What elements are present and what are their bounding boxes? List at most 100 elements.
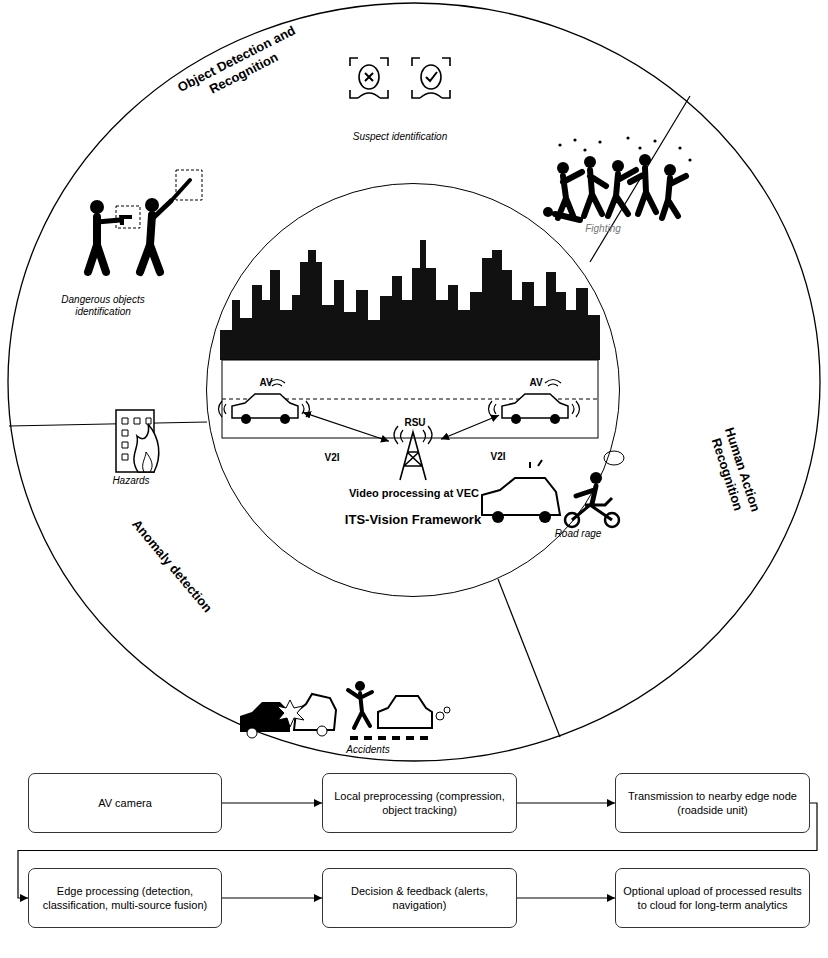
wheel bbox=[539, 511, 551, 523]
dot bbox=[558, 143, 561, 146]
head bbox=[90, 200, 104, 214]
node-text: RSU bbox=[389, 417, 441, 428]
node-text: ITS-Vision Framework bbox=[207, 512, 619, 527]
car-body bbox=[502, 394, 568, 418]
node-text: AV bbox=[229, 377, 303, 388]
process-box: Transmission to nearby edge node (roadsi… bbox=[615, 773, 810, 833]
icon-caption: Hazards bbox=[91, 475, 171, 487]
rider-body bbox=[576, 486, 596, 504]
car bbox=[294, 694, 336, 730]
body bbox=[88, 217, 106, 272]
wheel bbox=[492, 511, 504, 523]
check-mark bbox=[426, 72, 437, 81]
gun bbox=[119, 215, 132, 225]
dot bbox=[573, 138, 576, 141]
edge-label: V2I bbox=[490, 451, 505, 462]
node-text: Transmission to nearby edge node (roadsi… bbox=[623, 789, 802, 818]
section-title: Anomaly detection bbox=[118, 504, 226, 629]
scan-frame bbox=[350, 58, 388, 98]
road-rage-scene bbox=[482, 451, 624, 527]
wheel bbox=[317, 726, 327, 736]
dot bbox=[678, 146, 681, 149]
city-skyline bbox=[220, 240, 600, 360]
section-title: Human Action Recognition bbox=[703, 415, 767, 529]
connector bbox=[517, 897, 615, 898]
node-text: Decision & feedback (alerts, navigation) bbox=[330, 884, 509, 913]
shoulders bbox=[358, 93, 380, 98]
flame-inner bbox=[143, 452, 152, 472]
sector-divider bbox=[9, 422, 207, 426]
bat bbox=[171, 180, 190, 201]
detection-box bbox=[176, 170, 202, 200]
face-accept-icon bbox=[412, 58, 450, 98]
detection-box bbox=[116, 206, 140, 228]
node-text: Edge processing (detection, classificati… bbox=[36, 884, 214, 913]
head bbox=[639, 154, 651, 166]
wheel bbox=[550, 414, 560, 424]
pedestrian bbox=[348, 690, 372, 728]
icon-caption: Road rage bbox=[538, 528, 618, 540]
outer-ring bbox=[8, 3, 820, 761]
dot bbox=[688, 158, 691, 161]
burning-building bbox=[116, 410, 159, 472]
sector-divider bbox=[498, 579, 560, 737]
dot bbox=[638, 146, 641, 149]
motion-dots bbox=[558, 136, 691, 161]
head bbox=[612, 160, 624, 172]
exhaust bbox=[444, 707, 450, 713]
head bbox=[557, 162, 569, 174]
wheel bbox=[511, 414, 521, 424]
process-box: Edge processing (detection, classificati… bbox=[28, 868, 222, 928]
dot bbox=[653, 139, 656, 142]
node-text: Local preprocessing (compression, object… bbox=[330, 789, 509, 818]
process-box: Optional upload of processed results to … bbox=[615, 868, 810, 928]
antenna-waves bbox=[394, 426, 432, 444]
node-text: AV camera bbox=[98, 796, 152, 810]
scan-frame bbox=[412, 58, 450, 98]
road bbox=[222, 360, 598, 438]
edge-label: V2I bbox=[324, 451, 339, 462]
head bbox=[664, 164, 676, 176]
process-box: Local preprocessing (compression, object… bbox=[322, 773, 517, 833]
pedestrian-head bbox=[355, 681, 365, 691]
stick-attacker-figure bbox=[140, 170, 202, 272]
node-text: AV bbox=[499, 377, 573, 388]
icon-caption: Accidents bbox=[328, 744, 408, 756]
head bbox=[145, 198, 159, 212]
car bbox=[378, 696, 432, 728]
connector bbox=[222, 802, 322, 803]
dot bbox=[598, 140, 601, 143]
gunman-figure bbox=[88, 200, 140, 272]
section-title: Object Detection and Recognition bbox=[162, 16, 319, 116]
arm bbox=[152, 201, 171, 219]
process-box: Decision & feedback (alerts, navigation) bbox=[322, 868, 517, 928]
roadside-tower bbox=[394, 426, 432, 480]
face-outline bbox=[421, 65, 441, 89]
rider-head bbox=[590, 472, 602, 484]
shout-marks bbox=[530, 460, 542, 468]
body bbox=[140, 215, 160, 272]
crosswalk bbox=[350, 736, 428, 740]
connector bbox=[441, 415, 499, 439]
collision-star bbox=[277, 700, 304, 727]
framework-circle: ITS-Vision Framework AV RSU AV bbox=[206, 183, 620, 597]
node-text: Optional upload of processed results to … bbox=[623, 884, 802, 913]
dot bbox=[626, 136, 629, 139]
speech-bubble bbox=[604, 451, 624, 465]
bodies bbox=[555, 168, 686, 220]
head bbox=[543, 207, 553, 217]
wheel bbox=[241, 414, 251, 424]
arm bbox=[97, 220, 120, 222]
flame bbox=[134, 424, 159, 472]
shoulders bbox=[420, 93, 442, 98]
icon-caption: Fighting bbox=[563, 223, 643, 235]
face-reject-icon bbox=[350, 58, 388, 98]
roadside-unit: RSU bbox=[389, 417, 441, 483]
wheel bbox=[280, 414, 290, 424]
wheel bbox=[247, 728, 257, 738]
cross-mark bbox=[365, 73, 373, 81]
vehicle-node: AV bbox=[499, 377, 573, 423]
fighting-crowd bbox=[543, 136, 692, 220]
car bbox=[482, 478, 560, 515]
